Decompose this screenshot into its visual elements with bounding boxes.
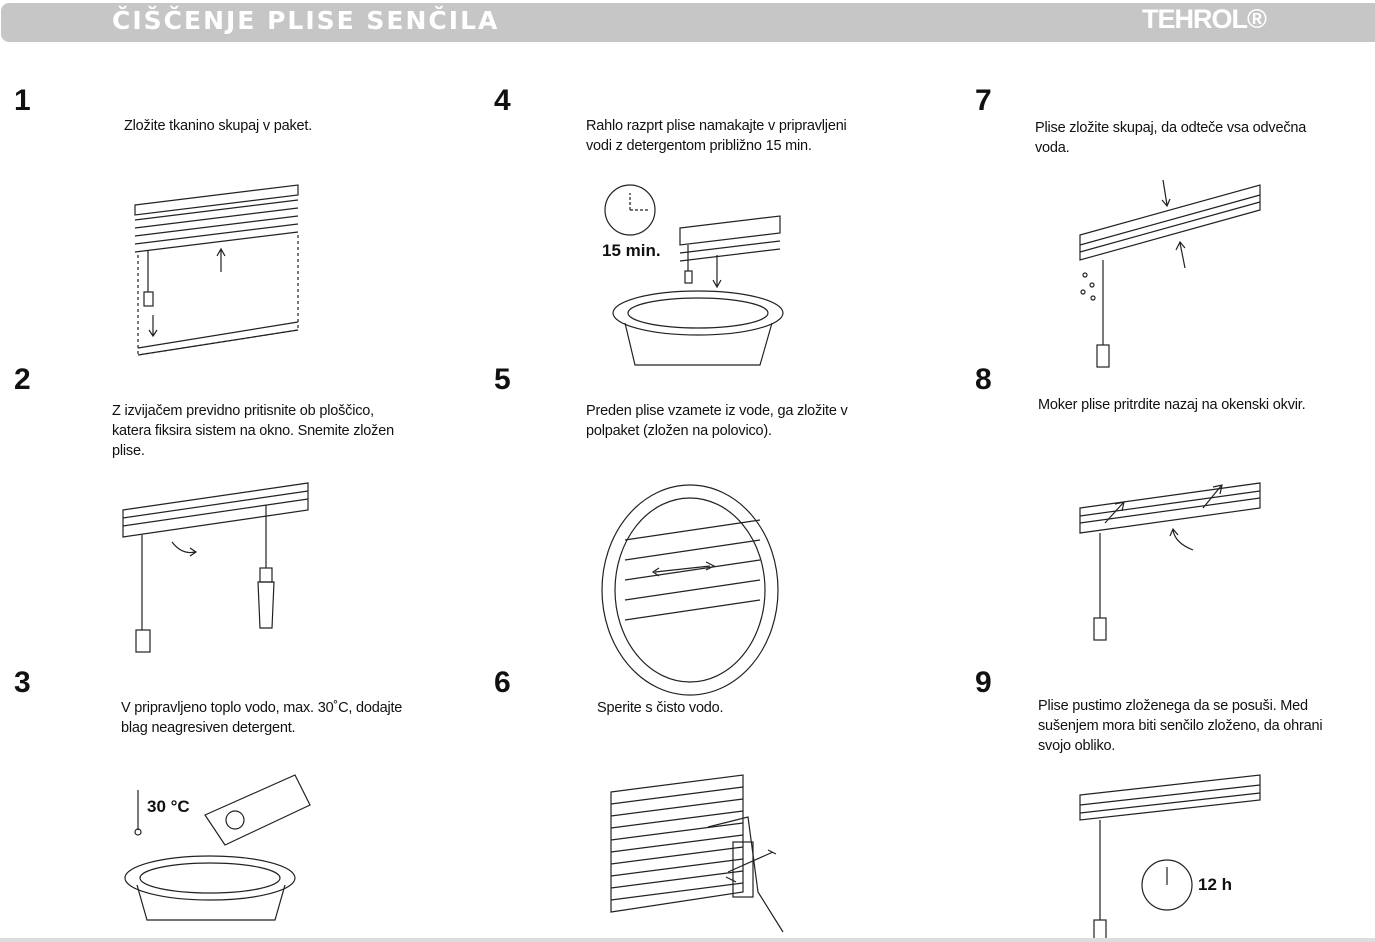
step-text-8: Moker plise pritrdite nazaj na okenski o… — [1038, 397, 1306, 413]
step-number-6: 6 — [494, 666, 511, 699]
step-number-7: 7 — [975, 84, 992, 117]
step-number-3: 3 — [14, 666, 31, 699]
detergent-pouring-illustration — [124, 774, 311, 921]
soaking-illustration — [604, 184, 784, 366]
drying-illustration — [1079, 774, 1261, 942]
step-text-1: Zložite tkanino skupaj v paket. — [124, 118, 313, 134]
step-number-5: 5 — [494, 363, 511, 396]
step-text-4: Rahlo razprt plise namakajte v pripravlj… — [586, 118, 847, 154]
temperature-label: 30 °C — [147, 797, 190, 816]
step-number-9: 9 — [975, 666, 992, 699]
step-text-6: Sperite s čisto vodo. — [597, 700, 724, 716]
step-text-5: Preden plise vzamete iz vode, ga zložite… — [586, 403, 848, 439]
reattach-illustration — [1079, 482, 1261, 641]
bottom-border — [0, 938, 1375, 942]
half-fold-illustration — [601, 484, 779, 696]
step-text-2: Z izvijačem previdno pritisnite ob plošč… — [112, 403, 394, 459]
step-number-4: 4 — [494, 84, 511, 117]
step-text-9: Plise pustimo zloženega da se posuši. Me… — [1038, 698, 1323, 754]
step-number-8: 8 — [975, 363, 992, 396]
folded-blind-illustration — [134, 184, 299, 356]
tehrol-logo: TEHROL® — [1142, 4, 1267, 34]
drying-time-label: 12 h — [1198, 875, 1233, 894]
clock-icon — [1141, 859, 1193, 911]
step-text-7: Plise zložite skupaj, da odteče vsa odve… — [1035, 120, 1307, 156]
step-text-3: V pripravljeno toplo vodo, max. 30˚C, do… — [121, 700, 403, 736]
screwdriver-removal-illustration — [122, 482, 309, 653]
step-number-2: 2 — [14, 363, 31, 396]
step-number-1: 1 — [14, 84, 31, 117]
header-bar — [1, 3, 1375, 42]
soak-time-label: 15 min. — [602, 241, 661, 260]
clock-icon — [604, 184, 656, 236]
page-title: ČIŠČENJE PLISE SENČILA — [112, 6, 500, 35]
rinsing-illustration — [610, 774, 784, 933]
drain-water-illustration — [1079, 179, 1261, 368]
